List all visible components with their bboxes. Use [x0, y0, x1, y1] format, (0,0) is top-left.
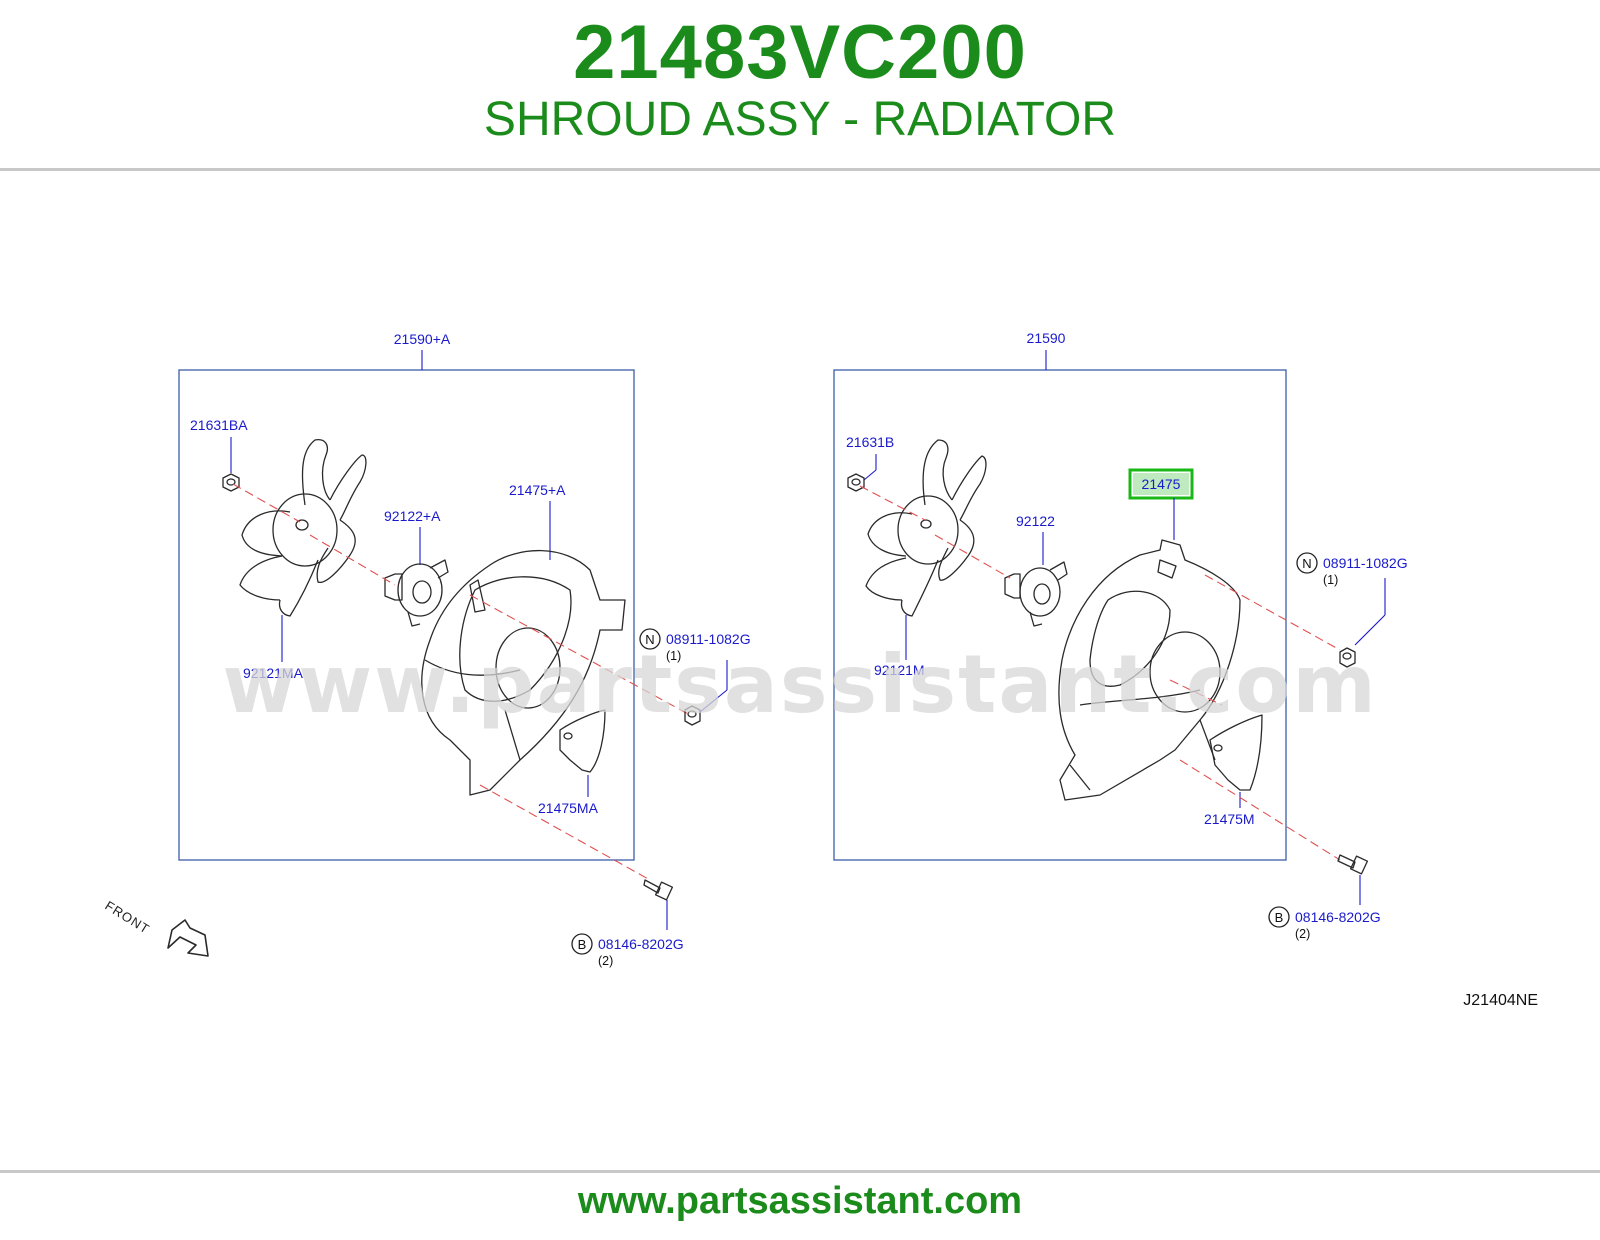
left-bolt-icon [643, 879, 674, 901]
right-shroud-label[interactable]: 21475 [1142, 476, 1181, 492]
right-hardware-bolt-part[interactable]: 08146-8202G [1295, 909, 1381, 925]
right-bolt-icon [1337, 854, 1369, 875]
left-small-nut-icon [222, 473, 240, 492]
footer-divider [0, 1170, 1600, 1173]
left-fan-icon [239, 439, 367, 617]
left-nut-label[interactable]: 21631BA [190, 417, 248, 433]
left-hardware-bolt-qty: (2) [598, 954, 613, 968]
right-assembly-label[interactable]: 21590 [1027, 330, 1066, 346]
left-assembly-label[interactable]: 21590+A [394, 331, 451, 347]
header-divider [0, 168, 1600, 171]
part-name-subtitle: SHROUD ASSY - RADIATOR [483, 93, 1117, 146]
right-small-nut-icon [847, 473, 865, 492]
left-hardware-nut-part[interactable]: 08911-1082G [666, 631, 751, 647]
right-hardware-nut-qty: (1) [1323, 573, 1338, 587]
front-direction-indicator: FRONT [102, 898, 209, 957]
right-hardware-bolt-qty: (2) [1295, 927, 1310, 941]
left-motor-icon [384, 559, 449, 627]
page-header: 21483VC200 SHROUD ASSY - RADIATOR [0, 0, 1600, 168]
left-bolt-badge: B [578, 937, 587, 952]
right-assembly: 21590 21631B 92121M 92122 [833, 330, 1341, 861]
footer-url-link[interactable]: www.partsassistant.com [577, 1180, 1023, 1222]
right-cover-label[interactable]: 21475M [1204, 811, 1255, 827]
left-cover-label[interactable]: 21475MA [538, 800, 599, 816]
part-number-title: 21483VC200 [573, 10, 1027, 95]
left-assembly-frame [178, 369, 635, 861]
right-cover-icon [1209, 714, 1263, 791]
left-flange-nut-icon [684, 705, 701, 726]
highlighted-part-box [1128, 468, 1194, 500]
left-hardware: N 08911-1082G (1) B 08146-8202G (2) [571, 628, 751, 968]
right-assembly-frame [833, 369, 1287, 861]
left-fan-label[interactable]: 92121MA [243, 665, 304, 681]
left-nut-badge: N [645, 632, 654, 647]
right-bolt-badge: B [1275, 910, 1284, 925]
right-fan-icon [865, 439, 987, 617]
left-hardware-nut-qty: (1) [666, 649, 681, 663]
right-nut-badge: N [1302, 556, 1311, 571]
right-fan-label[interactable]: 92121M [874, 662, 925, 678]
left-assembly: 21590+A 21631BA 92121MA 92122+A [178, 331, 691, 881]
right-hardware: N 08911-1082G (1) B 08146-8202G (2) [1268, 552, 1408, 941]
diagram-code: J21404NE [1463, 992, 1538, 1009]
front-arrow-icon [167, 919, 209, 957]
front-label: FRONT [102, 898, 152, 937]
left-motor-label[interactable]: 92122+A [384, 508, 441, 524]
right-hardware-nut-part[interactable]: 08911-1082G [1323, 555, 1408, 571]
watermark-text: www.partsassistant.com [222, 638, 1377, 731]
right-motor-label[interactable]: 92122 [1016, 513, 1055, 529]
highlighted-part-fill [1133, 473, 1189, 495]
left-hardware-bolt-part[interactable]: 08146-8202G [598, 936, 684, 952]
left-shroud-label[interactable]: 21475+A [509, 482, 566, 498]
left-shroud-icon [421, 549, 626, 796]
right-motor-icon [1004, 561, 1068, 627]
right-flange-nut-icon [1339, 647, 1356, 668]
right-nut-label[interactable]: 21631B [846, 434, 894, 450]
left-cover-icon [559, 709, 606, 773]
